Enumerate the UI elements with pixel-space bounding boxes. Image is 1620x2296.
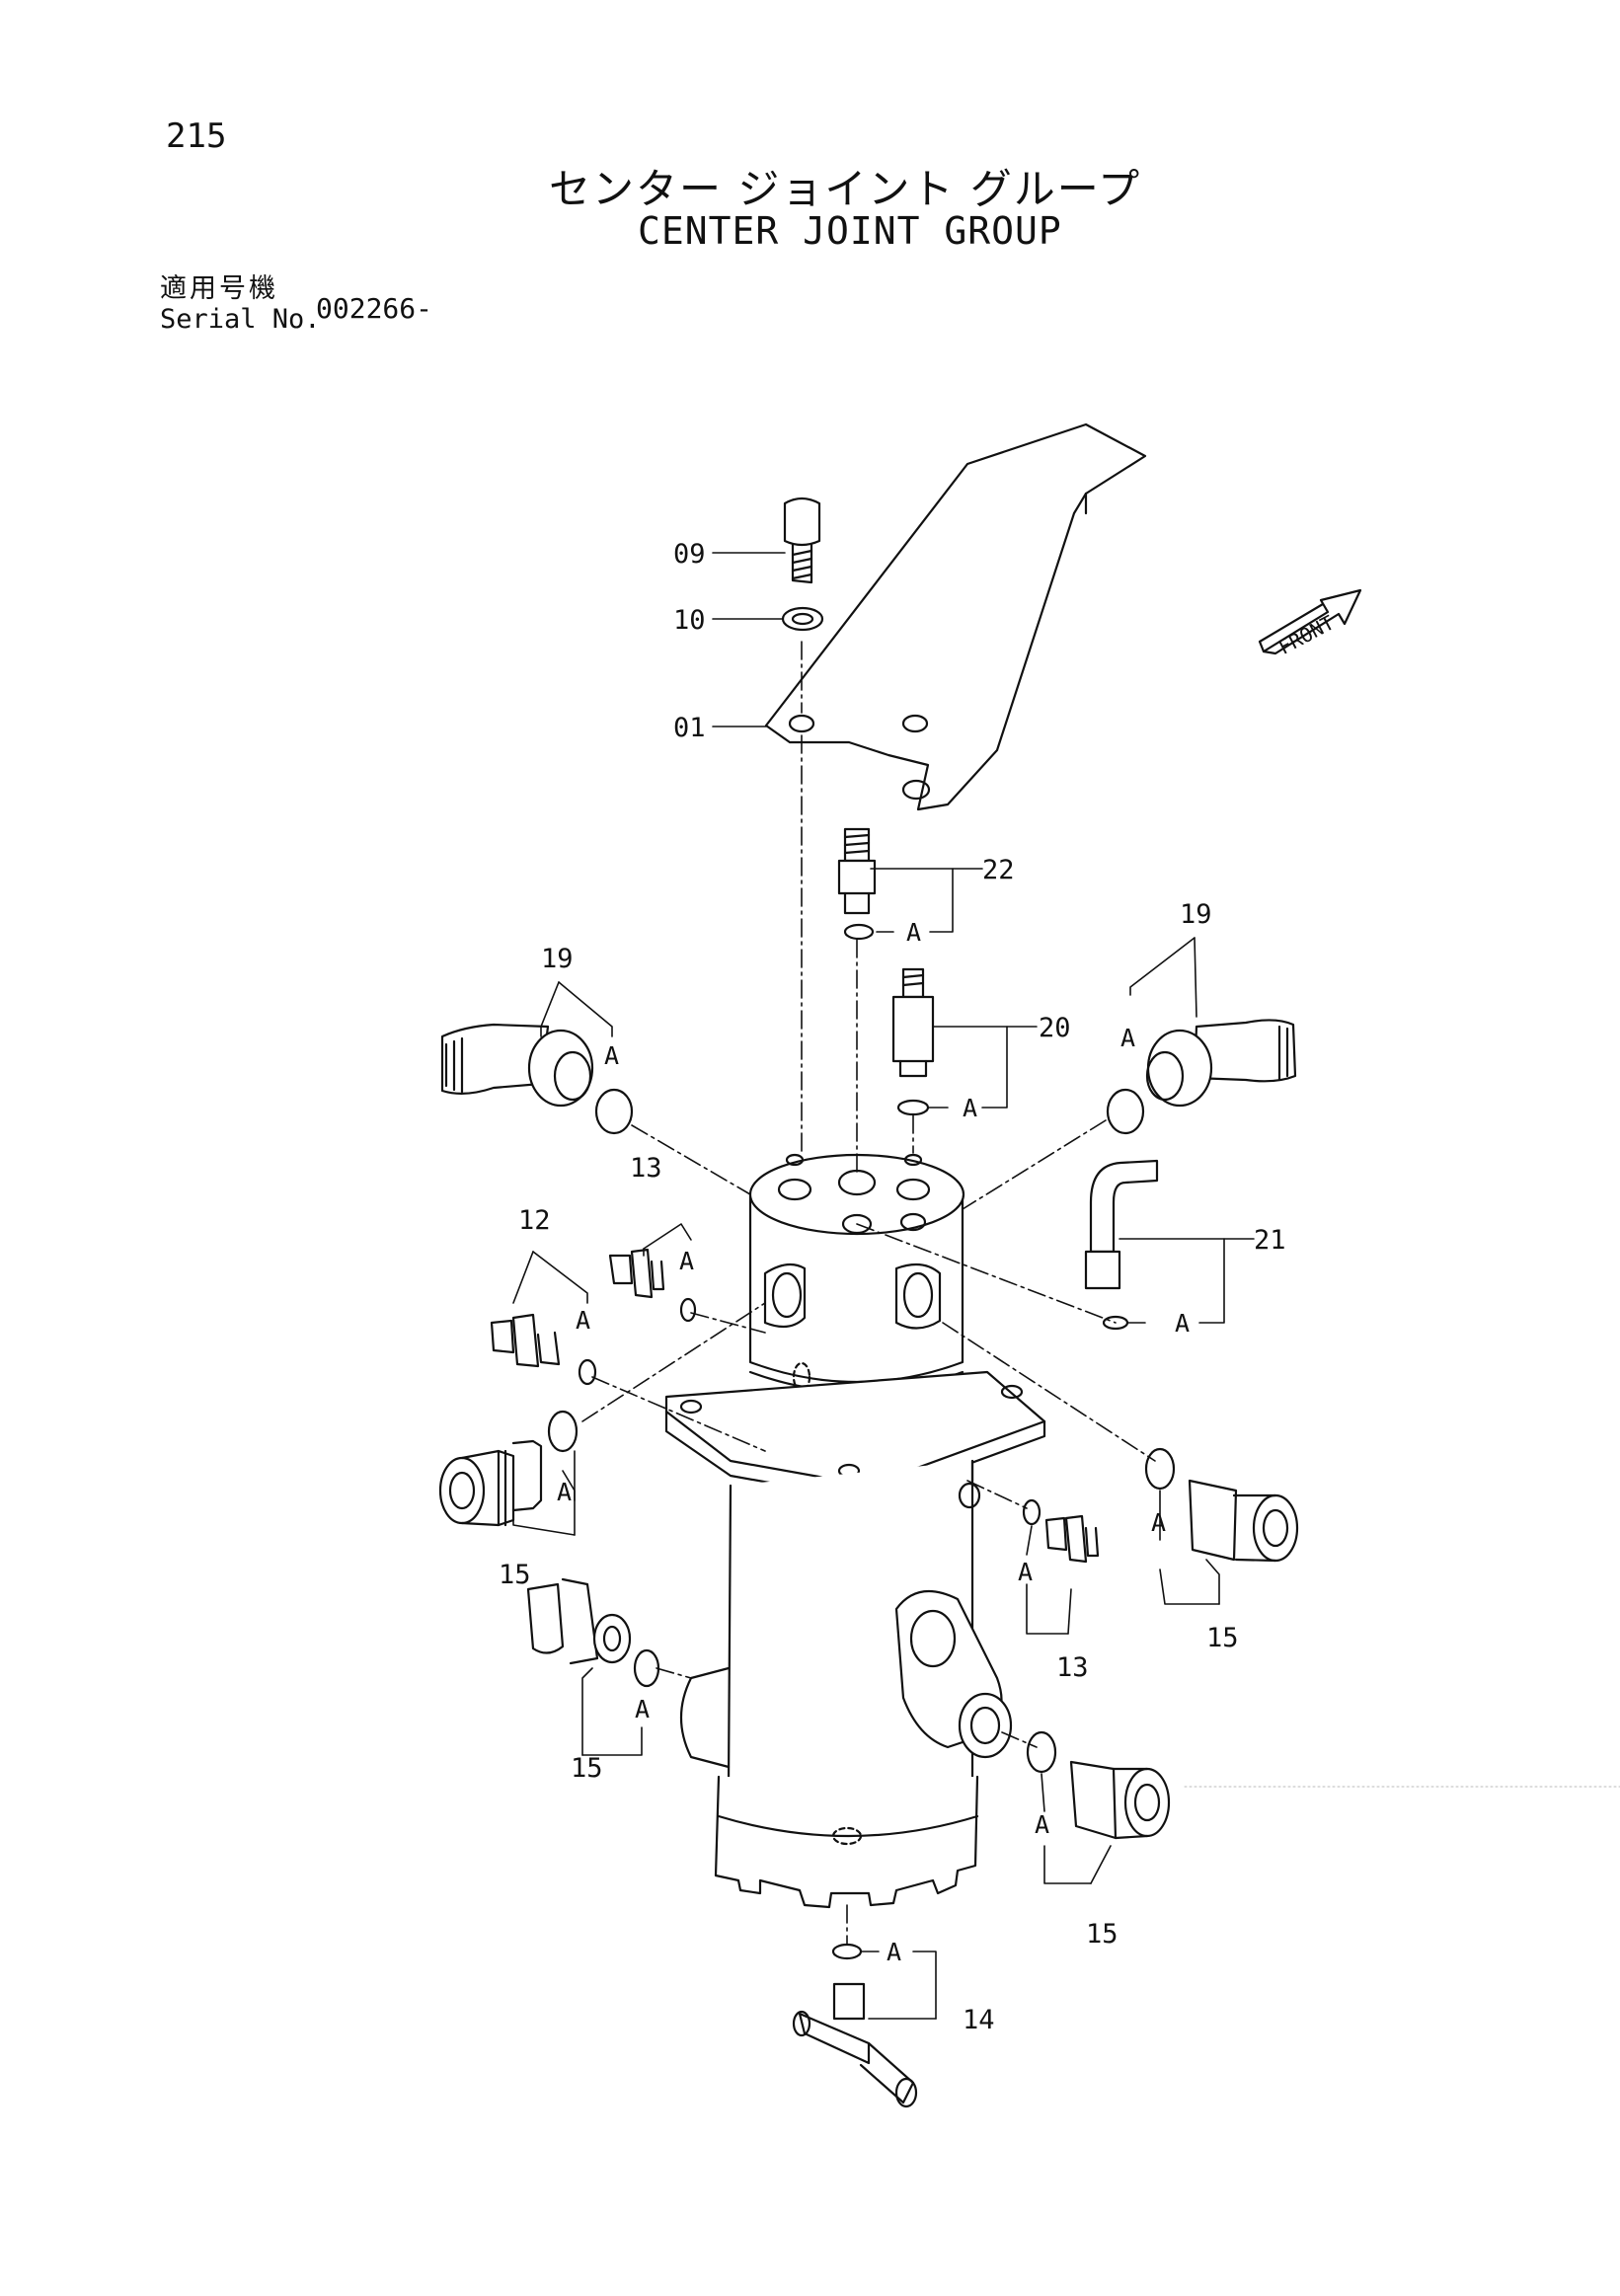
center-joint-body bbox=[664, 1153, 1046, 1909]
seal-mark-15-left-lower: A bbox=[635, 1695, 650, 1723]
fitting-part-13-lower bbox=[1022, 1498, 1100, 1564]
front-arrow-icon: FRONT bbox=[1258, 588, 1362, 659]
callout-15-left-lower: 15 bbox=[571, 1753, 603, 1784]
callout-21: 21 bbox=[1254, 1225, 1286, 1256]
front-label: FRONT bbox=[1274, 610, 1338, 658]
fitting-part-15-right-lower bbox=[1026, 1730, 1171, 1840]
bracket-part-01 bbox=[764, 422, 1147, 811]
seal-mark-13-upper: A bbox=[679, 1247, 694, 1275]
serial-label-english: Serial No. bbox=[160, 304, 321, 335]
callout-13-upper: 13 bbox=[630, 1153, 662, 1184]
seal-mark-15-right-upper: A bbox=[1151, 1508, 1166, 1537]
washer-part-10 bbox=[781, 606, 824, 632]
serial-number-value: 002266- bbox=[316, 292, 433, 325]
callout-10: 10 bbox=[673, 605, 706, 636]
seal-mark-15-right-lower: A bbox=[1035, 1810, 1049, 1839]
valve-part-20 bbox=[891, 967, 935, 1116]
fitting-part-13-upper bbox=[608, 1248, 697, 1323]
seal-mark-22: A bbox=[906, 918, 921, 947]
serial-label-japanese: 適用号機 bbox=[160, 273, 278, 304]
seal-mark-12: A bbox=[576, 1306, 590, 1335]
callout-20: 20 bbox=[1039, 1013, 1071, 1043]
part-callouts: 09 10 01 22 20 21 19 19 13 12 15 15 15 1… bbox=[499, 539, 1286, 2035]
seal-mark-14: A bbox=[887, 1938, 901, 1966]
bolt-part-09 bbox=[783, 497, 821, 584]
fitting-part-15-left-upper bbox=[438, 1410, 579, 1527]
callout-19-right: 19 bbox=[1180, 899, 1212, 930]
fitting-part-22 bbox=[837, 827, 877, 941]
callout-14: 14 bbox=[963, 2005, 995, 2035]
seal-mark-19-right: A bbox=[1120, 1024, 1135, 1052]
callout-15-right-lower: 15 bbox=[1086, 1919, 1119, 1950]
assembly-centerlines bbox=[581, 641, 1156, 1946]
tee-fitting-part-14 bbox=[792, 1943, 918, 2108]
elbow-part-19-left bbox=[440, 1023, 634, 1135]
fitting-part-12 bbox=[490, 1313, 597, 1386]
callout-01: 01 bbox=[673, 713, 706, 743]
fitting-part-15-left-lower bbox=[526, 1577, 660, 1688]
callout-19-left: 19 bbox=[541, 944, 574, 974]
callout-09: 09 bbox=[673, 539, 706, 570]
seal-mark-13-lower: A bbox=[1018, 1558, 1033, 1586]
leader-lines bbox=[512, 552, 1255, 2020]
callout-13-lower: 13 bbox=[1056, 1652, 1089, 1683]
seal-mark-20: A bbox=[963, 1094, 977, 1122]
fitting-part-15-right-upper bbox=[1144, 1447, 1299, 1563]
seal-mark-19-left: A bbox=[604, 1041, 619, 1070]
callout-15-left-upper: 15 bbox=[499, 1560, 531, 1590]
seal-marks: A A A A A A A A A A A A A bbox=[557, 918, 1190, 1966]
page-number: 215 bbox=[166, 116, 227, 156]
seal-mark-21: A bbox=[1175, 1309, 1190, 1338]
seal-mark-15-left-upper: A bbox=[557, 1478, 572, 1506]
title-english: CENTER JOINT GROUP bbox=[638, 209, 1062, 253]
elbow-part-19-right bbox=[1106, 1019, 1297, 1135]
title-japanese: センター ジョイント グループ bbox=[549, 165, 1142, 213]
callout-22: 22 bbox=[982, 855, 1015, 885]
callout-15-right-upper: 15 bbox=[1206, 1623, 1239, 1653]
callout-12: 12 bbox=[518, 1205, 551, 1236]
elbow-part-21 bbox=[1084, 1159, 1159, 1331]
